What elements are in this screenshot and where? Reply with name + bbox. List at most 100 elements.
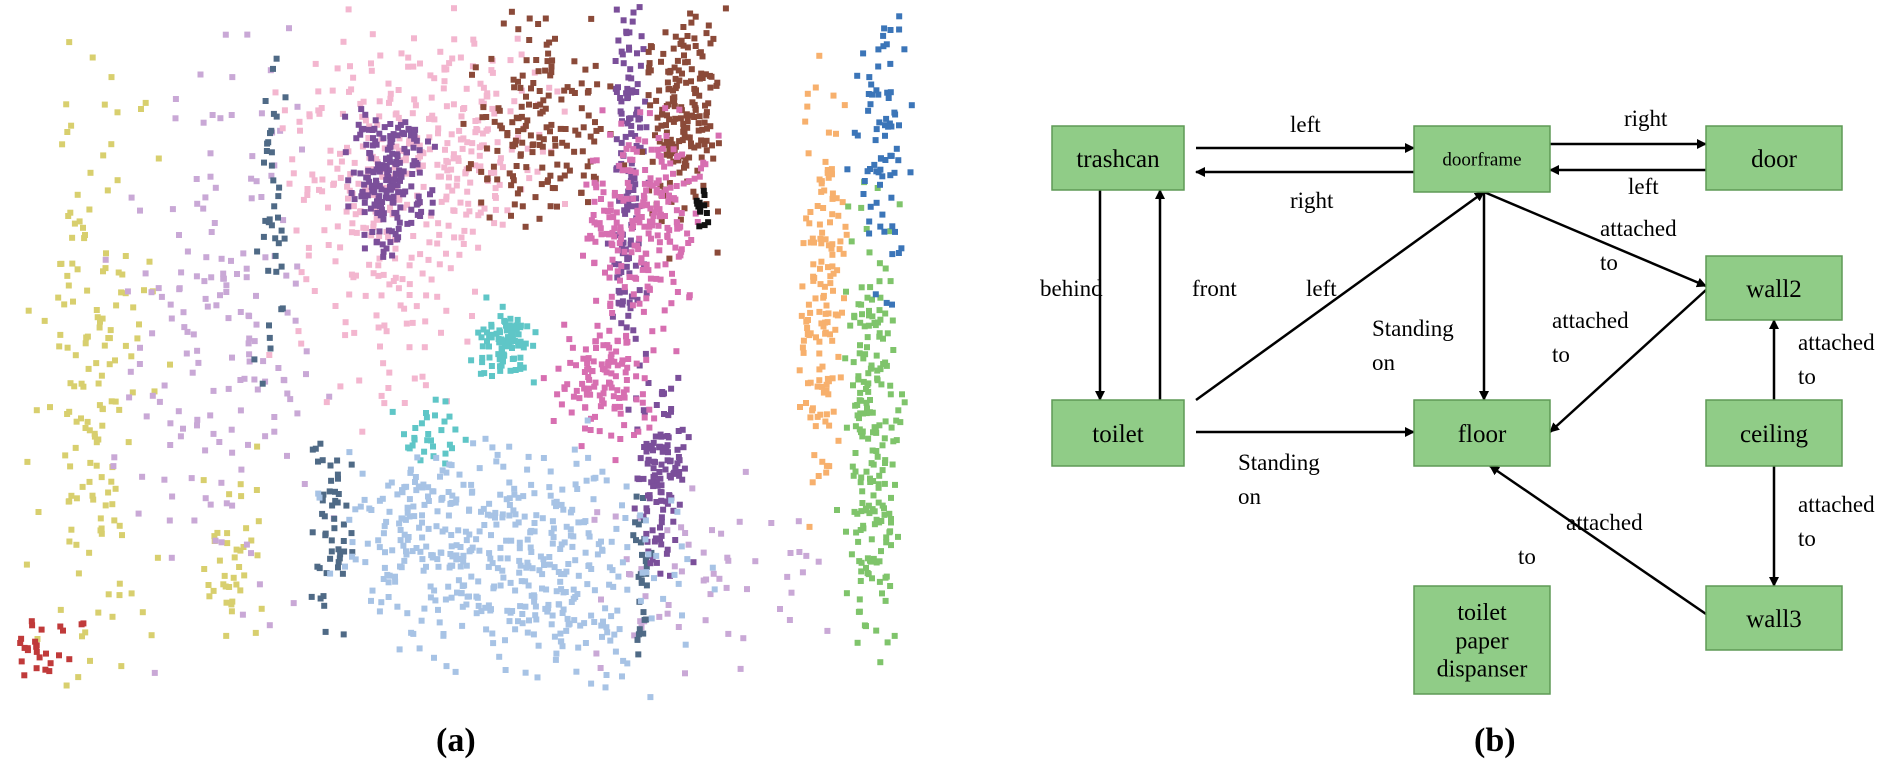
cloud-point xyxy=(548,529,555,536)
cloud-point xyxy=(301,481,308,487)
cloud-point xyxy=(631,505,638,512)
cloud-point xyxy=(66,538,73,545)
cloud-point xyxy=(881,228,888,235)
cloud-point xyxy=(375,161,381,168)
cloud-point xyxy=(95,436,102,443)
cloud-point xyxy=(38,626,45,633)
cloud-point xyxy=(643,356,650,363)
cloud-point xyxy=(578,189,585,196)
cloud-point xyxy=(879,173,886,180)
cloud-point xyxy=(438,198,445,205)
cloud-point xyxy=(882,418,889,425)
cloud-point xyxy=(643,290,650,297)
cloud-point xyxy=(651,415,658,422)
cloud-point xyxy=(883,539,890,546)
cloud-point xyxy=(518,51,525,58)
cloud-point xyxy=(629,186,636,193)
cloud-point xyxy=(357,209,363,216)
cloud-point xyxy=(445,489,452,495)
cloud-point xyxy=(361,209,368,216)
cloud-point xyxy=(705,219,712,226)
cloud-point xyxy=(583,181,590,188)
cloud-point xyxy=(876,422,883,429)
cloud-point xyxy=(344,183,351,190)
cloud-point xyxy=(433,523,440,530)
cloud-point xyxy=(646,286,653,293)
cloud-point xyxy=(167,420,174,427)
cloud-point xyxy=(377,343,383,350)
cloud-point xyxy=(628,89,635,96)
cloud-point xyxy=(69,234,76,241)
cloud-point xyxy=(349,539,356,546)
cloud-point xyxy=(807,239,814,246)
cloud-point xyxy=(875,91,882,98)
cloud-point xyxy=(557,578,564,585)
cloud-point xyxy=(583,477,590,484)
cloud-point xyxy=(394,214,401,221)
cloud-point xyxy=(223,500,230,507)
cloud-point xyxy=(631,632,638,639)
cloud-point xyxy=(327,462,334,469)
cloud-point xyxy=(635,214,642,221)
cloud-point xyxy=(618,263,625,270)
cloud-point xyxy=(582,549,589,556)
cloud-point xyxy=(385,195,392,202)
cloud-point xyxy=(419,556,426,563)
cloud-point xyxy=(692,210,699,217)
cloud-point xyxy=(685,434,692,441)
cloud-point xyxy=(391,210,398,216)
cloud-point xyxy=(664,610,671,617)
cloud-point xyxy=(877,659,884,666)
cloud-point xyxy=(453,542,460,549)
cloud-point xyxy=(423,563,429,570)
cloud-point xyxy=(340,521,347,528)
cloud-point xyxy=(32,638,39,645)
cloud-point xyxy=(223,599,230,606)
cloud-point xyxy=(350,203,357,210)
cloud-point xyxy=(613,89,620,95)
cloud-point xyxy=(819,383,826,390)
cloud-point xyxy=(884,330,891,337)
edge-label: to xyxy=(1798,364,1816,389)
cloud-point xyxy=(818,240,825,247)
cloud-point xyxy=(879,211,886,218)
cloud-point xyxy=(105,489,112,496)
cloud-point xyxy=(822,319,829,326)
cloud-point xyxy=(194,200,201,207)
cloud-point xyxy=(93,360,100,367)
cloud-point xyxy=(661,307,668,314)
cloud-point xyxy=(514,316,521,323)
cloud-point xyxy=(640,609,647,616)
cloud-point xyxy=(33,642,40,649)
cloud-point xyxy=(635,203,642,210)
cloud-point xyxy=(893,145,900,152)
cloud-point xyxy=(453,496,460,503)
cloud-point xyxy=(606,581,613,588)
cloud-point xyxy=(607,83,614,90)
cloud-point xyxy=(323,570,330,577)
cloud-point xyxy=(641,444,648,450)
cloud-point xyxy=(67,463,74,470)
cloud-point xyxy=(246,335,253,342)
cloud-point xyxy=(535,21,542,27)
cloud-point xyxy=(127,368,134,375)
cloud-point xyxy=(856,350,863,357)
cloud-point xyxy=(589,368,596,374)
cloud-point xyxy=(705,22,712,29)
cloud-point xyxy=(205,582,212,588)
cloud-point xyxy=(507,334,514,341)
cloud-point xyxy=(284,390,291,397)
cloud-point xyxy=(95,609,102,616)
cloud-point xyxy=(499,303,506,310)
cloud-point xyxy=(715,140,722,147)
cloud-point xyxy=(304,192,311,198)
cloud-point xyxy=(888,194,895,201)
cloud-point xyxy=(460,241,467,247)
cloud-point xyxy=(646,424,653,431)
cloud-point xyxy=(417,548,424,555)
cloud-point xyxy=(457,563,464,570)
cloud-point xyxy=(593,345,599,351)
cloud-point xyxy=(383,156,390,163)
cloud-point xyxy=(601,366,608,373)
